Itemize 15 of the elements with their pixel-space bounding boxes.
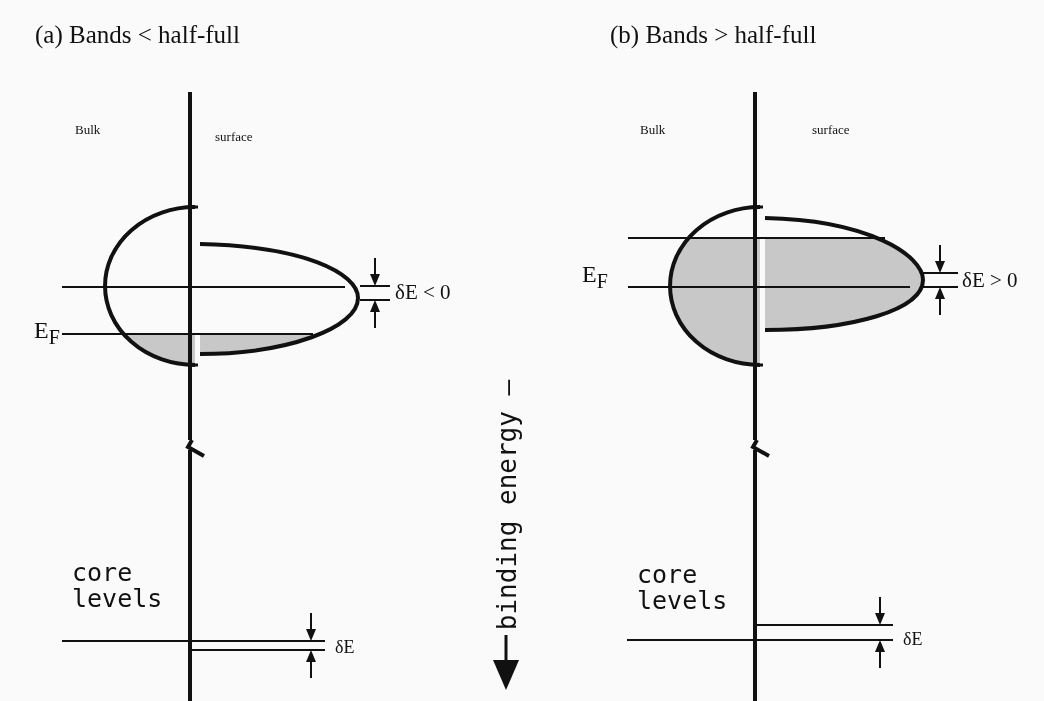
region-label: Bulk [75, 123, 101, 136]
energy-shift-label: δE < 0 [395, 282, 451, 303]
region-label: surface [812, 123, 850, 136]
fermi-level-label: E$_{F}$ [582, 262, 608, 291]
region-label: surface [215, 130, 253, 143]
region-label: Bulk [640, 123, 666, 136]
energy-shift-label: δE [903, 630, 923, 648]
panel-heading: (a) Bands < half-full [35, 22, 240, 47]
axis-label: binding energy — [494, 379, 520, 631]
core-levels-label: core levels [72, 560, 164, 613]
panel-heading: (b) Bands > half-full [610, 22, 817, 47]
fermi-level-label: E$_{F}$ [34, 318, 60, 347]
energy-shift-label: δE > 0 [962, 270, 1018, 291]
energy-shift-label: δE [335, 638, 355, 656]
core-levels-label: core levels [637, 562, 729, 615]
